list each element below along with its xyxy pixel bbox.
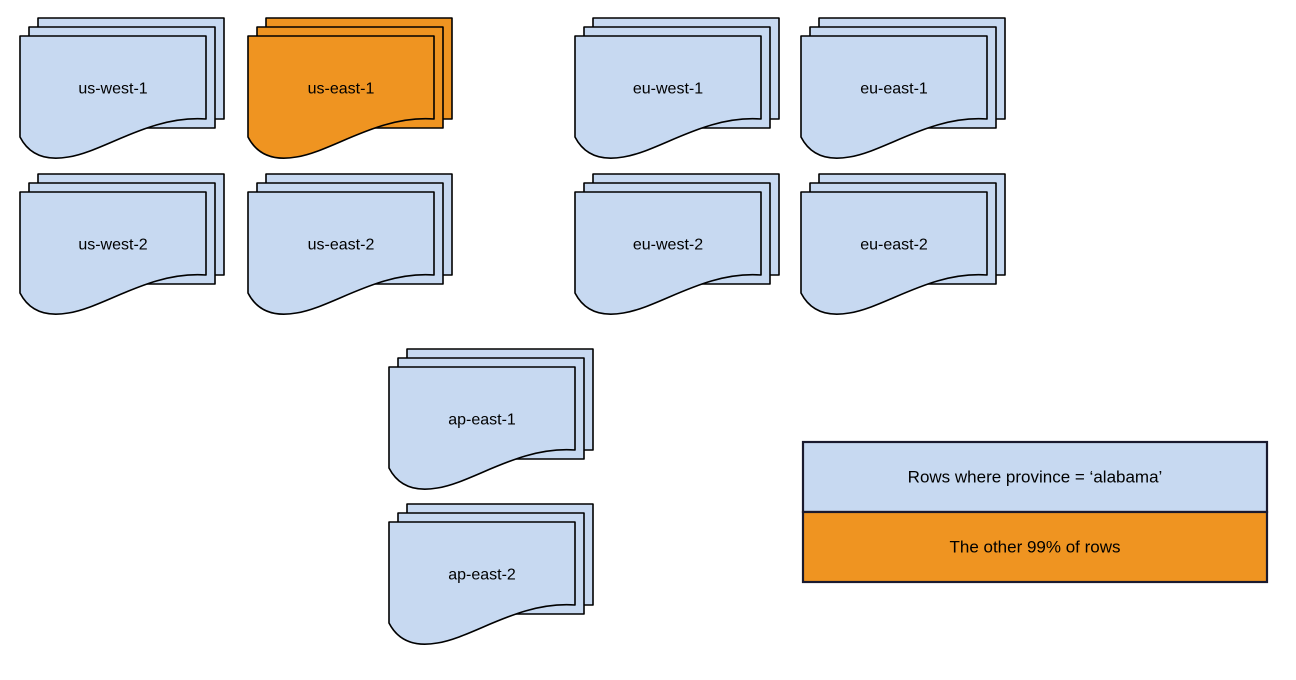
region-stack-label: eu-east-2 <box>860 237 928 254</box>
region-stack-label: us-east-1 <box>308 81 375 98</box>
region-stack-sheet-front <box>19 35 207 159</box>
region-stack-eu-east-2[interactable]: eu-east-2 <box>800 173 1006 315</box>
region-stack-sheet-front <box>574 35 762 159</box>
region-stack-label: us-east-2 <box>308 237 375 254</box>
region-stack-us-east-1[interactable]: us-east-1 <box>247 17 453 159</box>
legend-row-orange: The other 99% of rows <box>801 510 1269 584</box>
legend-group: Rows where province = ‘alabama’ The other… <box>801 440 1269 584</box>
region-stack-sheet-front <box>800 35 988 159</box>
region-stack-sheet-front <box>247 191 435 315</box>
region-stack-sheet-front <box>574 191 762 315</box>
region-stack-us-west-2[interactable]: us-west-2 <box>19 173 225 315</box>
legend-label-text: The other 99% of rows <box>949 537 1120 556</box>
region-stack-label: eu-east-1 <box>860 81 928 98</box>
region-stack-ap-east-1[interactable]: ap-east-1 <box>388 348 594 490</box>
region-stack-label: ap-east-2 <box>448 567 516 584</box>
region-stack-eu-west-1[interactable]: eu-west-1 <box>574 17 780 159</box>
region-stack-sheet-front <box>19 191 207 315</box>
region-stack-sheet-front <box>388 521 576 645</box>
region-stack-ap-east-2[interactable]: ap-east-2 <box>388 503 594 645</box>
region-stack-sheet-front <box>800 191 988 315</box>
region-stacks-group: us-west-1 us-east-1 eu-west-1 eu-east-1 us-w… <box>19 17 1006 645</box>
region-stack-label: us-west-1 <box>78 81 147 98</box>
region-stack-us-west-1[interactable]: us-west-1 <box>19 17 225 159</box>
legend-label-text: Rows where province = ‘alabama’ <box>908 467 1163 486</box>
region-stack-label: ap-east-1 <box>448 412 516 429</box>
legend-swatch-orange <box>801 510 1269 584</box>
region-stack-us-east-2[interactable]: us-east-2 <box>247 173 453 315</box>
region-stack-sheet-front <box>388 366 576 490</box>
region-stack-sheet-front <box>247 35 435 159</box>
region-stack-label: us-west-2 <box>78 237 147 254</box>
legend-row-blue: Rows where province = ‘alabama’ <box>801 440 1269 514</box>
region-stack-eu-east-1[interactable]: eu-east-1 <box>800 17 1006 159</box>
region-stack-eu-west-2[interactable]: eu-west-2 <box>574 173 780 315</box>
region-stack-label: eu-west-1 <box>633 81 703 98</box>
region-stack-label: eu-west-2 <box>633 237 703 254</box>
